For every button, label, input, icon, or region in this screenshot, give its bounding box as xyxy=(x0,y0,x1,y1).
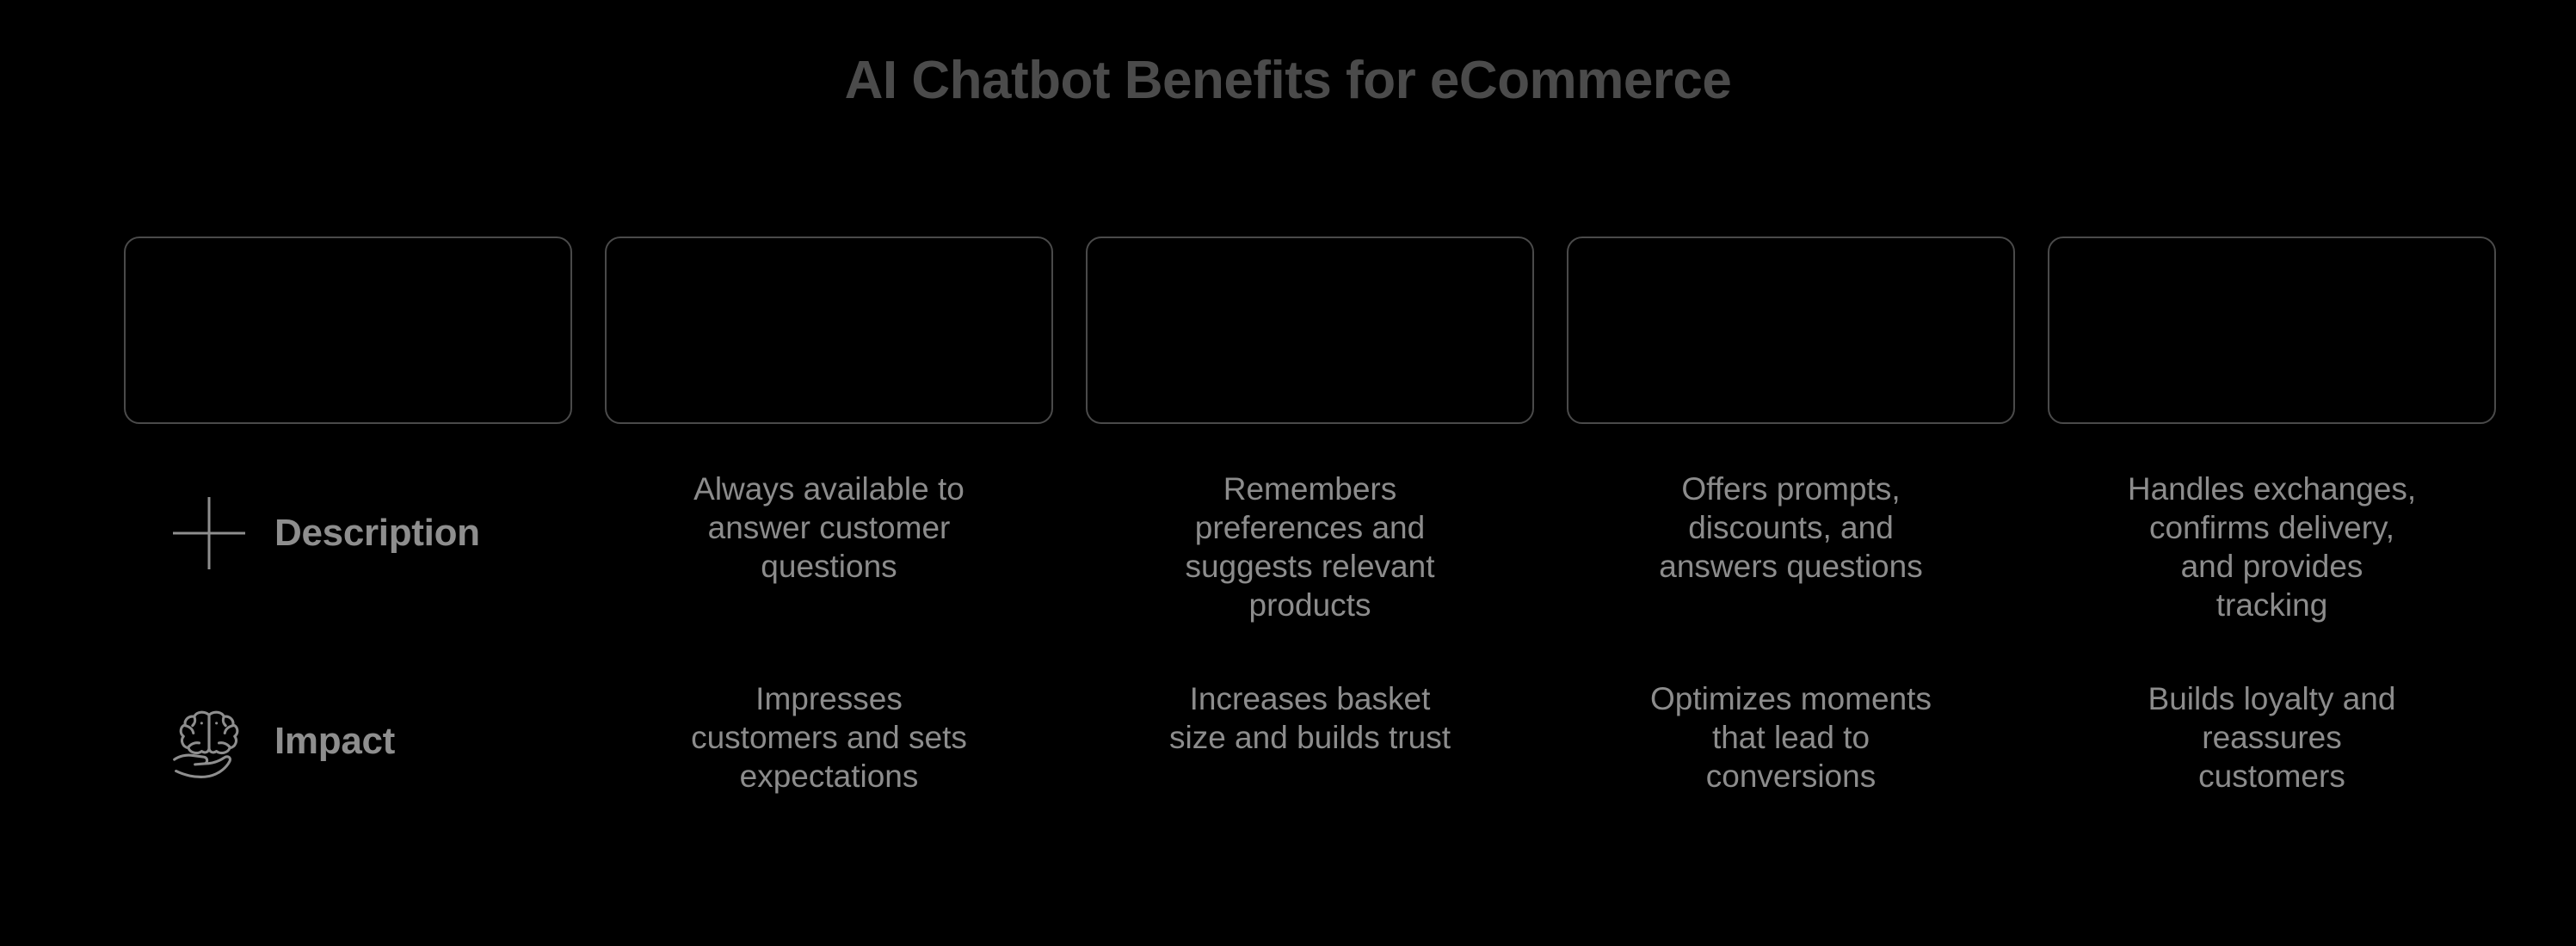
cell-impact-1: Increases basket size and builds trust xyxy=(1086,673,1534,757)
card-cell-3 xyxy=(1567,236,2015,424)
brain-in-hand-icon xyxy=(168,700,250,783)
benefits-grid: Description Always available to answer c… xyxy=(124,236,2496,810)
card-cell-4 xyxy=(2048,236,2496,424)
plus-icon xyxy=(168,492,250,574)
cell-text: Impresses customers and sets expectation… xyxy=(691,680,967,794)
card-cell-1 xyxy=(605,236,1053,424)
cell-text: Remembers preferences and suggests relev… xyxy=(1185,471,1435,624)
cell-description-0: Always available to answer customer ques… xyxy=(605,464,1053,586)
row-label-cell-description: Description xyxy=(124,464,572,602)
benefit-card-3[interactable] xyxy=(1567,236,2015,424)
cell-description-3: Handles exchanges, confirms delivery, an… xyxy=(2048,464,2496,625)
card-row xyxy=(124,236,2496,424)
row-header-impact: Impact xyxy=(124,673,572,810)
cell-text: Builds loyalty and reassures customers xyxy=(2148,680,2396,794)
card-cell-2 xyxy=(1086,236,1534,424)
cell-text: Increases basket size and builds trust xyxy=(1168,680,1451,755)
benefit-card-4[interactable] xyxy=(2048,236,2496,424)
row-label-impact: Impact xyxy=(274,719,396,762)
cell-impact-2: Optimizes moments that lead to conversio… xyxy=(1567,673,2015,796)
cell-text: Handles exchanges, confirms delivery, an… xyxy=(2127,471,2417,624)
page-title: AI Chatbot Benefits for eCommerce xyxy=(844,51,1732,110)
cell-impact-0: Impresses customers and sets expectation… xyxy=(605,673,1053,796)
benefit-card-0[interactable] xyxy=(124,236,572,424)
row-description: Description Always available to answer c… xyxy=(124,464,2433,625)
benefit-card-2[interactable] xyxy=(1086,236,1534,424)
cell-text: Optimizes moments that lead to conversio… xyxy=(1650,680,1932,794)
cell-text: Always available to answer customer ques… xyxy=(693,471,964,585)
card-cell-0 xyxy=(124,236,572,424)
cell-description-2: Offers prompts, discounts, and answers q… xyxy=(1567,464,2015,586)
row-header-description: Description xyxy=(124,464,572,602)
cell-description-1: Remembers preferences and suggests relev… xyxy=(1086,464,1534,625)
benefit-card-1[interactable] xyxy=(605,236,1053,424)
row-label-description: Description xyxy=(274,512,480,554)
cell-text: Offers prompts, discounts, and answers q… xyxy=(1659,471,1923,585)
cell-impact-3: Builds loyalty and reassures customers xyxy=(2048,673,2496,796)
row-impact: Impact Impresses customers and sets expe… xyxy=(124,673,2433,810)
row-label-cell-impact: Impact xyxy=(124,673,572,810)
